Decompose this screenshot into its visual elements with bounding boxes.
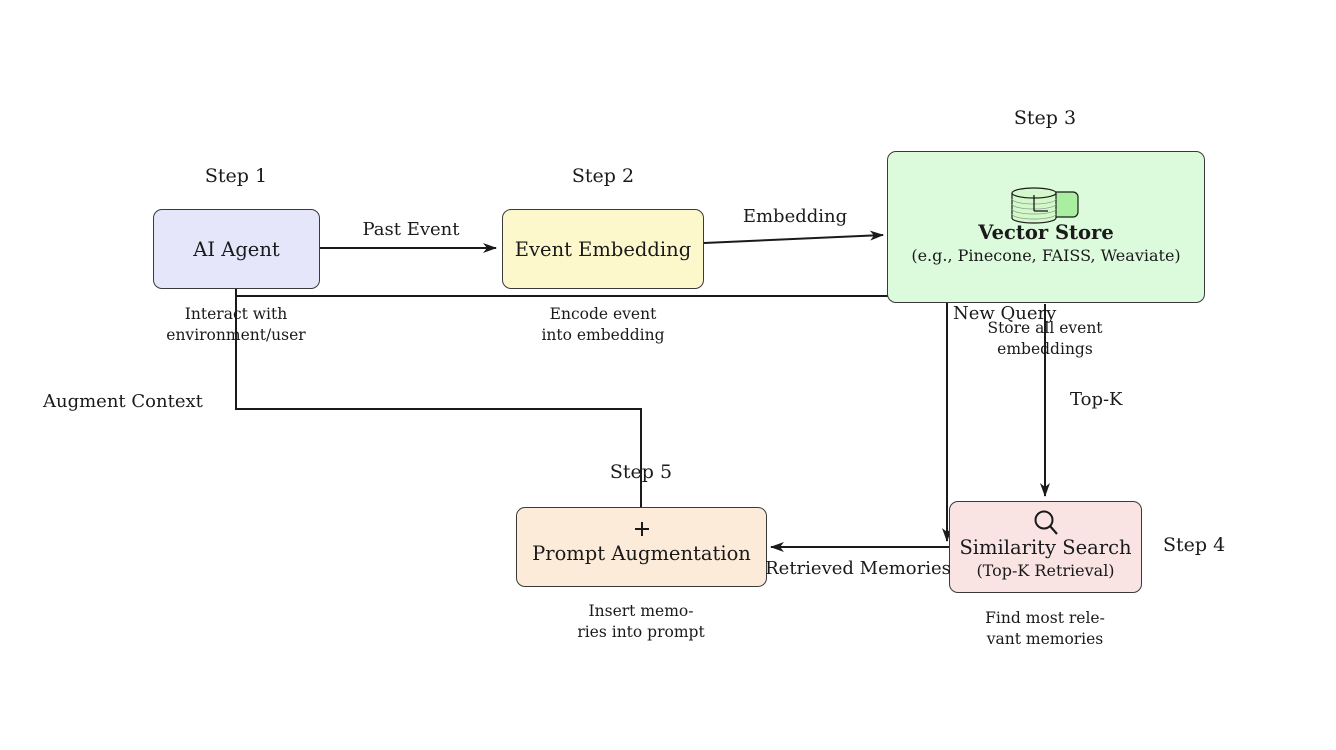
edge-augment-context-arrow	[231, 212, 642, 507]
ai-agent-description: Interact with environment/user	[166, 305, 306, 344]
edge-label-embedding: Embedding	[742, 206, 848, 227]
similarity-search-description: Find most rele- vant memories	[985, 609, 1105, 648]
ai-agent-node: AI Agent	[153, 209, 320, 289]
vector-store-node: Vector Store (e.g., Pinecone, FAISS, Wea…	[887, 151, 1205, 303]
edge-label-augment-context: Augment Context	[43, 391, 203, 412]
vector-store-subtitle: (e.g., Pinecone, FAISS, Weaviate)	[911, 246, 1181, 265]
vector-store-description: Store all event embeddings	[987, 319, 1103, 358]
similarity-search-title: Similarity Search	[959, 536, 1132, 559]
step-2-label: Step 2	[571, 165, 635, 187]
event-embedding-node: Event Embedding	[502, 209, 704, 289]
vector-store-title: Vector Store	[978, 221, 1114, 244]
edge-label-past-event: Past Event	[362, 219, 460, 240]
edge-label-top-k: Top-K	[1070, 389, 1123, 410]
event-embedding-title: Event Embedding	[514, 237, 692, 261]
prompt-augmentation-description: Insert memo- ries into prompt	[577, 602, 705, 641]
step-3-label: Step 3	[1013, 107, 1077, 129]
similarity-search-node: Similarity Search (Top-K Retrieval)	[949, 501, 1142, 593]
step-1-label: Step 1	[204, 165, 268, 187]
ai-agent-title: AI Agent	[193, 237, 280, 261]
prompt-augmentation-title: Prompt Augmentation	[532, 542, 751, 565]
event-embedding-description: Encode event into embedding	[541, 305, 665, 344]
edge-label-new-query: New Query	[953, 303, 1057, 324]
step-4-label: Step 4	[1163, 534, 1226, 556]
edge-label-retrieved-memories: Retrieved Memories	[765, 558, 951, 579]
prompt-augmentation-node: Prompt Augmentation	[516, 507, 767, 587]
edge-embedding-arrow	[703, 230, 884, 244]
similarity-search-subtitle: (Top-K Retrieval)	[976, 561, 1115, 580]
plus-icon	[634, 521, 650, 537]
database-icon	[1010, 187, 1082, 225]
magnifier-icon	[1031, 509, 1061, 537]
step-5-label: Step 5	[609, 461, 673, 483]
